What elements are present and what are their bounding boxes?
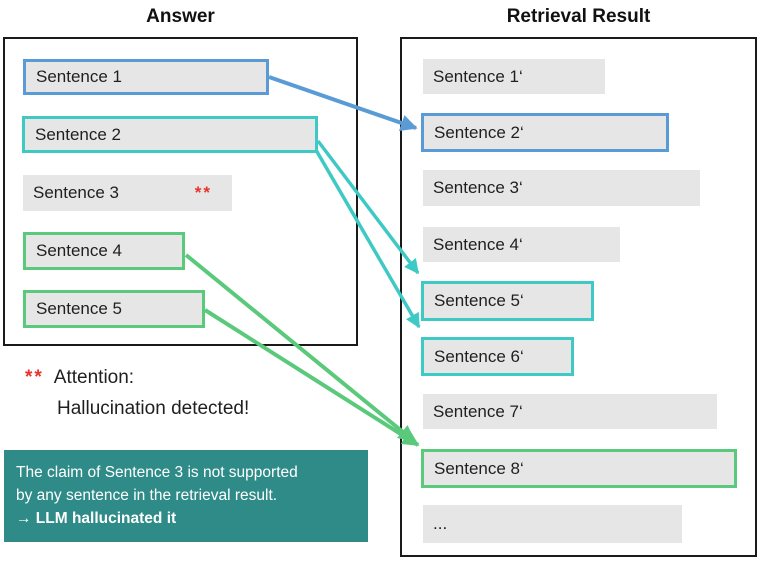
retrieval-sentence-1-box: Sentence 1‘ <box>423 59 605 94</box>
attention-line-1: ** Attention: <box>25 362 249 393</box>
attention-note: ** Attention: Hallucination detected! <box>25 362 249 424</box>
retrieval-ellipsis-label: ... <box>433 514 448 533</box>
retrieval-sentence-5-label: Sentence 5‘ <box>434 291 524 310</box>
answer-sentence-1-box: Sentence 1 <box>23 59 269 95</box>
answer-sentence-3-box: Sentence 3 ** <box>23 175 232 211</box>
attention-detail: Hallucination detected! <box>57 398 250 419</box>
answer-sentence-4-box: Sentence 4 <box>23 232 185 270</box>
attention-stars: ** <box>25 367 44 388</box>
retrieval-panel-title: Retrieval Result <box>506 6 651 27</box>
hallucination-marker: ** <box>194 183 212 202</box>
answer-sentence-2-label: Sentence 2 <box>35 124 122 144</box>
retrieval-sentence-6-box: Sentence 6‘ <box>421 337 574 376</box>
answer-sentence-2-box: Sentence 2 <box>22 116 318 153</box>
retrieval-sentence-5-box: Sentence 5‘ <box>421 281 594 321</box>
retrieval-sentence-8-box: Sentence 8‘ <box>421 449 737 488</box>
hallucination-callout: The claim of Sentence 3 is not supported… <box>4 450 368 542</box>
retrieval-sentence-7-box: Sentence 7‘ <box>423 394 717 429</box>
retrieval-sentence-1-label: Sentence 1‘ <box>433 66 523 86</box>
retrieval-sentence-2-box: Sentence 2‘ <box>421 113 669 152</box>
answer-sentence-4-label: Sentence 4 <box>36 241 123 260</box>
answer-sentence-1-label: Sentence 1 <box>36 67 123 86</box>
callout-conclusion: → LLM hallucinated it <box>16 510 177 527</box>
retrieval-sentence-3-label: Sentence 3‘ <box>433 178 523 197</box>
retrieval-sentence-4-box: Sentence 4‘ <box>423 227 620 262</box>
answer-sentence-3-label: Sentence 3 <box>33 183 120 202</box>
retrieval-ellipsis-box: ... <box>423 505 682 543</box>
retrieval-sentence-4-label: Sentence 4‘ <box>433 234 523 254</box>
answer-sentence-5-box: Sentence 5 <box>23 290 205 328</box>
retrieval-sentence-6-label: Sentence 6‘ <box>434 346 524 366</box>
answer-panel-title: Answer <box>146 6 215 27</box>
answer-sentence-5-label: Sentence 5 <box>36 299 123 318</box>
callout-line-2: by any sentence in the retrieval result. <box>16 487 278 504</box>
retrieval-sentence-7-label: Sentence 7‘ <box>433 401 523 421</box>
retrieval-sentence-8-label: Sentence 8‘ <box>434 458 524 478</box>
attention-title: Attention: <box>53 367 135 388</box>
retrieval-sentence-3-box: Sentence 3‘ <box>423 170 700 206</box>
callout-line-1: The claim of Sentence 3 is not supported <box>16 464 298 481</box>
retrieval-sentence-2-label: Sentence 2‘ <box>434 122 524 142</box>
